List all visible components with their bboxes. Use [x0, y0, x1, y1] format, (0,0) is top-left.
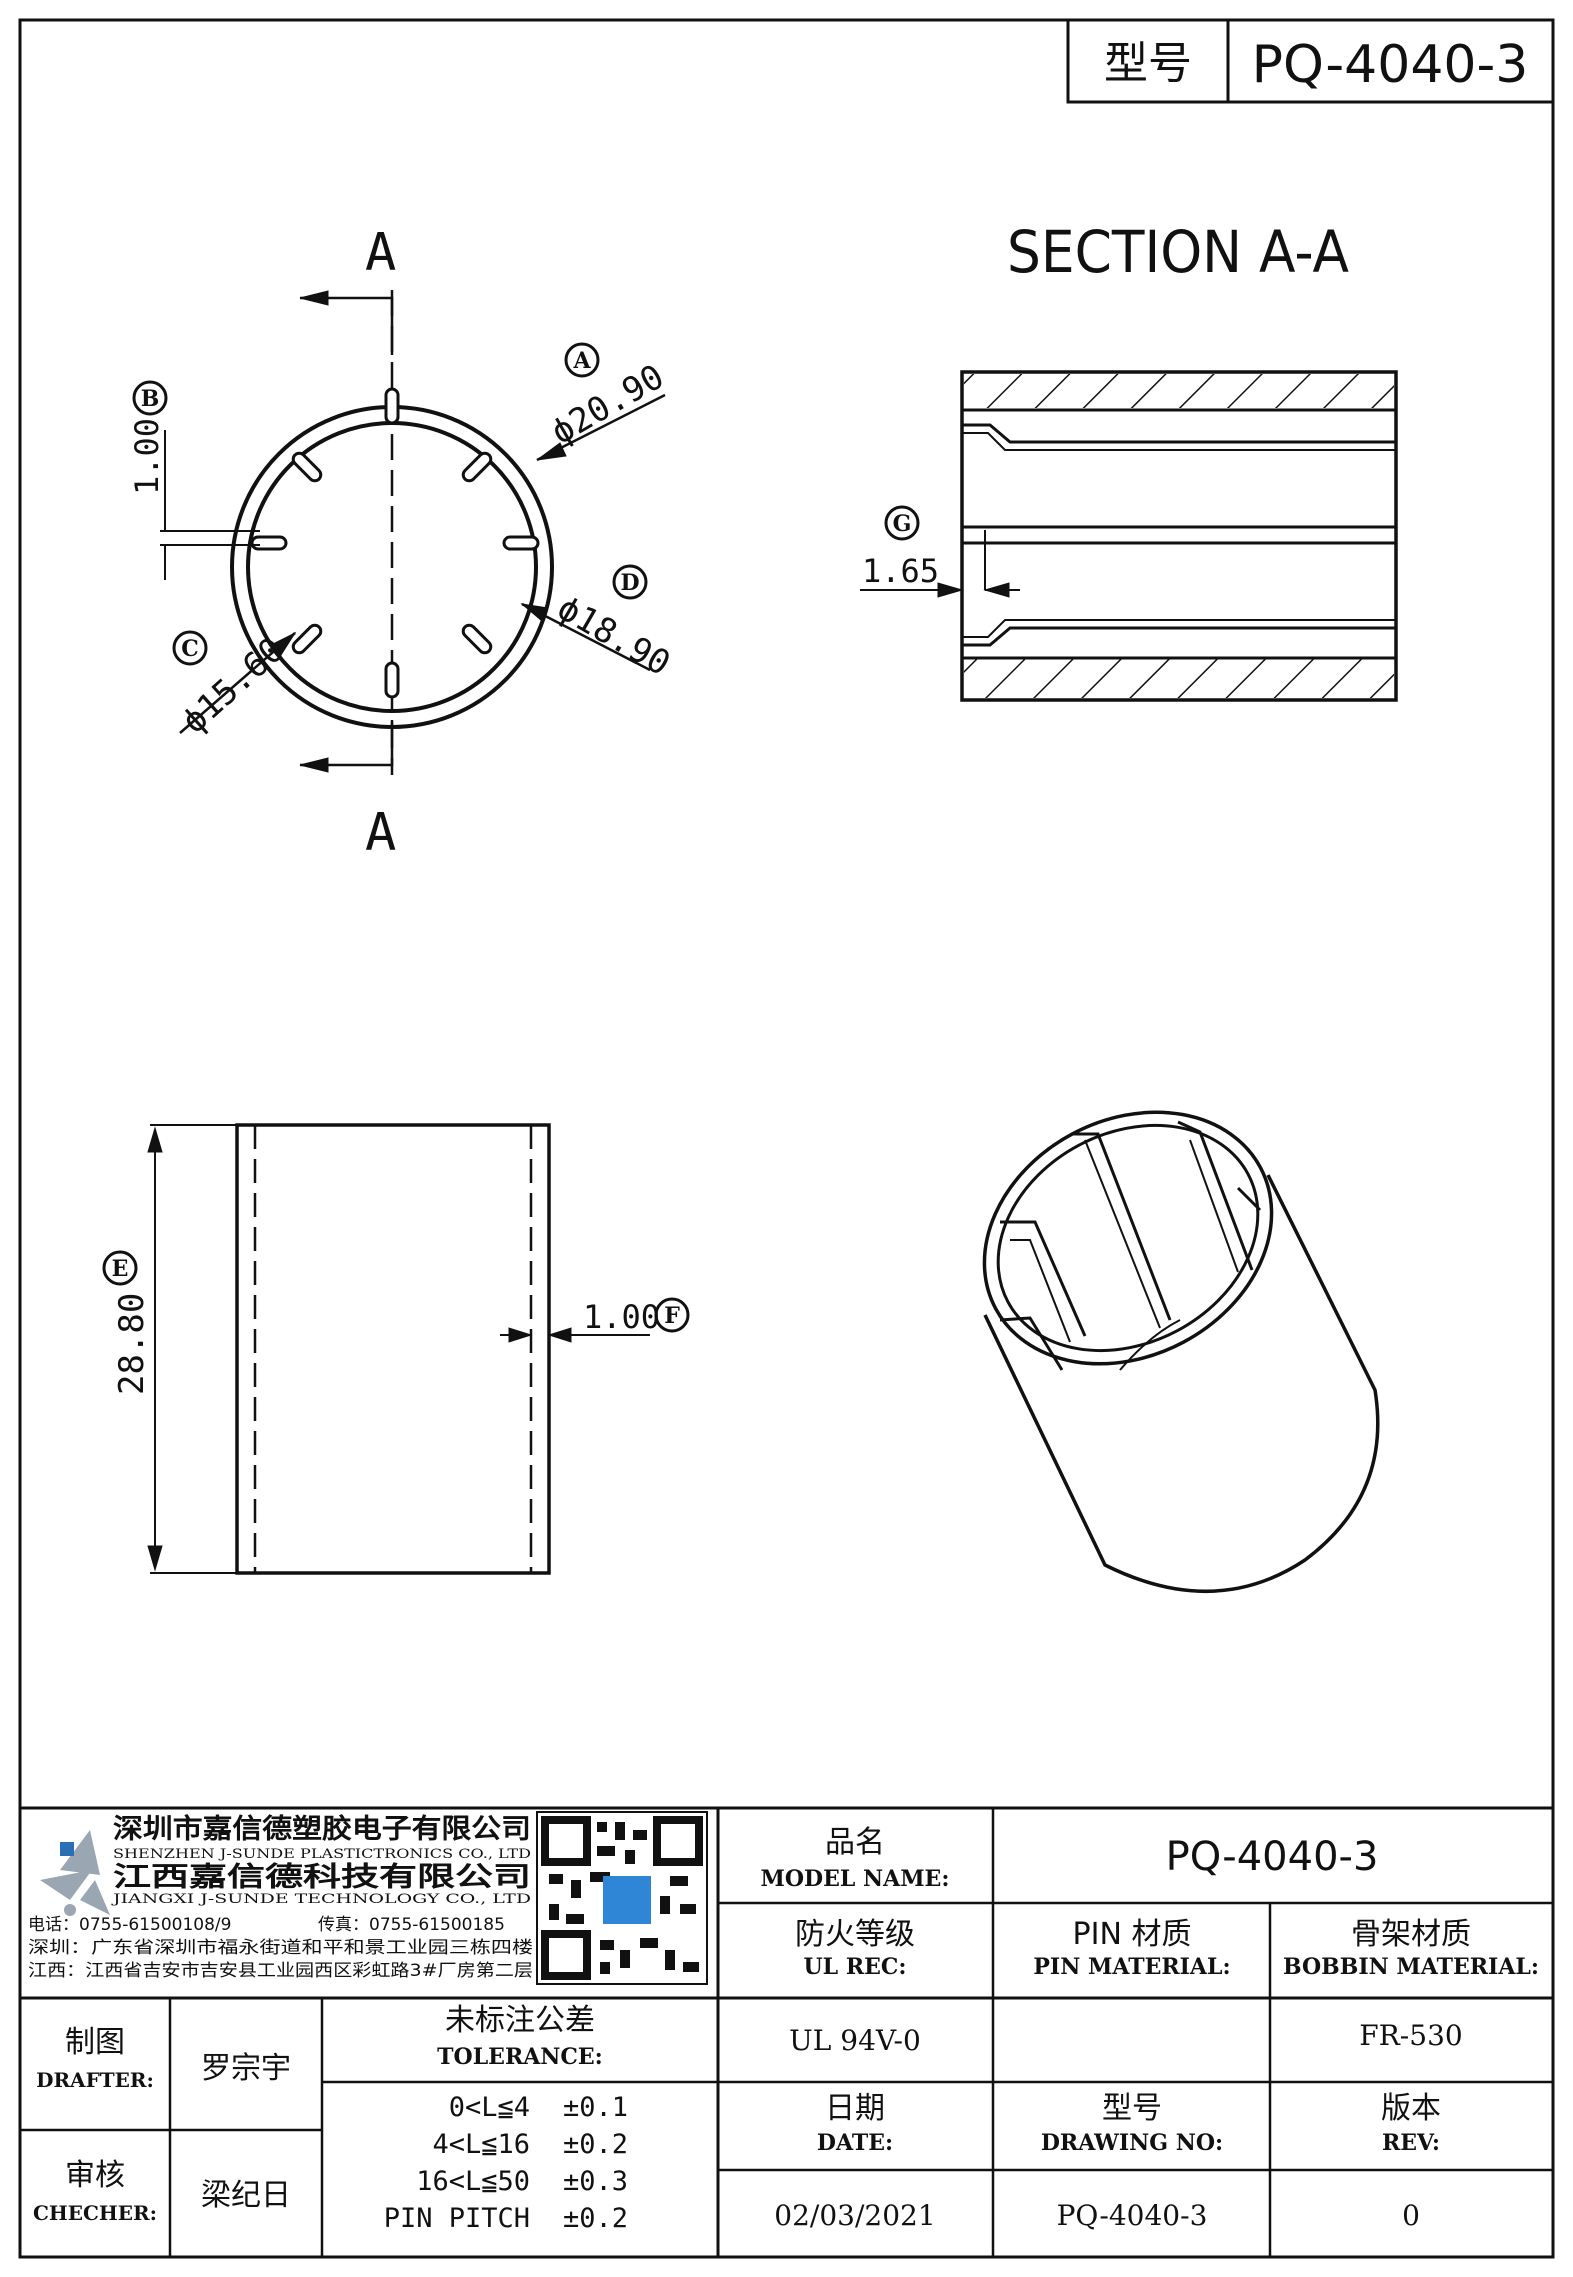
model-name-value: PQ-4040-3: [1166, 1834, 1379, 1880]
section-view: [860, 370, 1398, 702]
tolerance-value: ±0.1: [563, 2092, 628, 2123]
rev-value: 0: [1402, 2199, 1420, 2232]
bobbin-material-cn: 骨架材质: [1351, 1917, 1471, 1952]
company-name-cn-2: 江西嘉信德科技有限公司: [113, 1862, 531, 1893]
mark-c: C: [172, 630, 208, 666]
ul-rec-cn: 防火等级: [795, 1917, 915, 1952]
tolerance-cn: 未标注公差: [445, 2003, 595, 2038]
side-view: [147, 1123, 650, 1575]
tolerance-range: PIN PITCH: [384, 2203, 530, 2234]
company-logo: [40, 1830, 110, 1916]
company-fax: 传真：0755-61500185: [318, 1915, 505, 1935]
ul-rec-en: UL REC:: [804, 1954, 907, 1980]
dim-e-text: 28.80: [112, 1293, 152, 1395]
tolerance-range: 4<L≦16: [432, 2129, 530, 2160]
company-tel: 电话：0755-61500108/9: [28, 1915, 231, 1935]
header-model-label: 型号: [1104, 38, 1192, 89]
svg-text:D: D: [620, 570, 639, 596]
checker-en: CHECHER:: [33, 2201, 157, 2225]
date-value: 02/03/2021: [774, 2199, 935, 2232]
hatch-top: [964, 374, 1394, 408]
svg-text:E: E: [112, 1256, 129, 1282]
top-view: [160, 290, 666, 775]
sheet-border: [18, 18, 1555, 2259]
pin-material-cn: PIN 材质: [1073, 1917, 1192, 1952]
tolerance-en: TOLERANCE:: [437, 2044, 603, 2070]
title-block: [20, 1806, 1553, 2257]
tolerance-value: ±0.3: [563, 2166, 628, 2197]
dim-f-text: 1.00: [583, 1298, 660, 1336]
svg-text:A: A: [572, 348, 591, 374]
tolerance-table: 0<L≦4 ±0.1 4<L≦16 ±0.2 16<L≦50 ±0.3 PIN …: [384, 2092, 628, 2234]
svg-text:C: C: [181, 636, 199, 662]
model-name-cn: 品名: [825, 1825, 885, 1860]
mark-g: G: [884, 505, 920, 541]
company-addr-sz: 深圳：广东省深圳市福永街道和平和景工业园三栋四楼: [28, 1938, 533, 1958]
ribs: [250, 387, 540, 699]
tolerance-range: 0<L≦4: [449, 2092, 530, 2123]
drawing-no-cn: 型号: [1102, 2091, 1162, 2126]
checker-cn: 审核: [65, 2158, 125, 2193]
drafter-en: DRAFTER:: [36, 2068, 154, 2092]
tolerance-value: ±0.2: [563, 2129, 628, 2160]
date-cn: 日期: [825, 2091, 885, 2126]
header-model-value: PQ-4040-3: [1252, 35, 1529, 95]
drafter-name: 罗宗宇: [201, 2051, 291, 2086]
company-name-en-2: JIANGXI J-SUNDE TECHNOLOGY CO., LTD: [110, 1892, 531, 1907]
dim-d-text: ϕ18.90: [551, 588, 677, 684]
isometric-view: [982, 1110, 1380, 1594]
dim-a-text: ϕ20.90: [545, 357, 671, 453]
cut-label-bottom: A: [365, 803, 396, 863]
mark-e: E: [102, 1250, 138, 1286]
qr-code: [536, 1811, 708, 1985]
mark-b: B: [132, 380, 168, 416]
svg-text:G: G: [893, 511, 912, 537]
drawing-no-en: DRAWING NO:: [1041, 2130, 1223, 2156]
dim-g-text: 1.65: [862, 552, 939, 590]
cut-label-top: A: [365, 223, 396, 283]
mark-d: D: [612, 564, 648, 600]
bobbin-value: FR-530: [1359, 2019, 1462, 2052]
company-name-en-1: SHENZHEN J-SUNDE PLASTICTRONICS CO., LTD: [113, 1847, 531, 1862]
rev-en: REV:: [1382, 2130, 1440, 2156]
tolerance-value: ±0.2: [563, 2203, 628, 2234]
tolerance-range: 16<L≦50: [416, 2166, 530, 2197]
pin-material-en: PIN MATERIAL:: [1033, 1954, 1230, 1980]
drawing-no-value: PQ-4040-3: [1057, 2199, 1208, 2232]
mark-f: F: [654, 1297, 690, 1333]
drafter-cn: 制图: [65, 2025, 125, 2060]
hatch-bottom: [964, 658, 1394, 698]
header-model-box: 型号 PQ-4040-3: [1066, 18, 1555, 104]
company-name-cn-1: 深圳市嘉信德塑胶电子有限公司: [113, 1813, 531, 1845]
section-title: SECTION A-A: [1007, 219, 1349, 287]
date-en: DATE:: [817, 2130, 893, 2156]
dim-b-text: 1.00: [128, 418, 166, 495]
svg-text:B: B: [141, 386, 160, 412]
company-addr-jx: 江西：江西省吉安市吉安县工业园西区彩虹路3#厂房第二层: [28, 1961, 533, 1981]
model-name-en: MODEL NAME:: [761, 1866, 950, 1892]
checker-name: 梁纪日: [201, 2178, 291, 2213]
ul-value: UL 94V-0: [789, 2024, 921, 2057]
bobbin-material-en: BOBBIN MATERIAL:: [1283, 1954, 1539, 1980]
mark-a: A: [564, 342, 600, 378]
svg-text:F: F: [664, 1303, 680, 1329]
rev-cn: 版本: [1381, 2091, 1441, 2126]
